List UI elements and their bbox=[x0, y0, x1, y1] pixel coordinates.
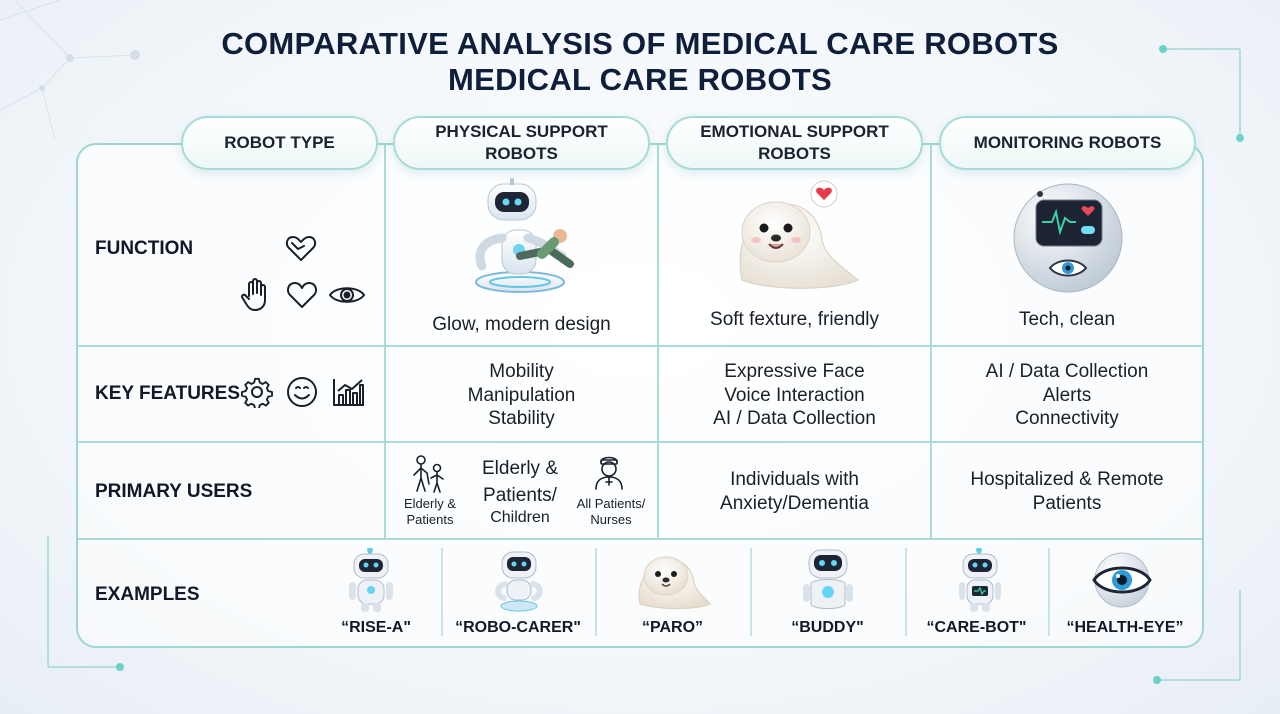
column-divider bbox=[930, 145, 932, 540]
row-label-key-features: KEY FEATURES bbox=[95, 383, 240, 404]
physical-support-robot-image bbox=[458, 178, 582, 296]
care-bot-robot-image bbox=[955, 548, 1005, 612]
example-divider bbox=[905, 548, 907, 636]
header-monitoring: MONITORING ROBOTS bbox=[939, 116, 1196, 170]
row-divider bbox=[78, 345, 1202, 347]
physical-users-center: Elderly & Patients/ Children bbox=[470, 455, 570, 527]
users-line: Elderly & bbox=[481, 458, 559, 479]
row-label-primary-users: PRIMARY USERS bbox=[95, 481, 253, 502]
column-divider bbox=[384, 145, 386, 540]
header-robot-type: ROBOT TYPE bbox=[181, 116, 378, 170]
example-divider bbox=[750, 548, 752, 636]
users-line: All Patients/ bbox=[576, 496, 646, 511]
feature-item: Expressive Face bbox=[724, 361, 865, 382]
monitoring-robot-image bbox=[1010, 178, 1126, 296]
users-line: Individuals with bbox=[730, 469, 859, 490]
row-label-examples: EXAMPLES bbox=[95, 584, 200, 605]
example-divider bbox=[1048, 548, 1050, 636]
physical-function-text: Glow, modern design bbox=[432, 314, 611, 335]
row-divider bbox=[78, 441, 1202, 443]
monitoring-features: AI / Data Collection Alerts Connectivity bbox=[932, 360, 1202, 431]
example-label-health-eye: “HEALTH-EYE” bbox=[1066, 619, 1184, 636]
example-label-robo-carer: “ROBO-CARER" bbox=[455, 619, 581, 636]
users-line: Patients bbox=[406, 512, 454, 527]
feature-item: AI / Data Collection bbox=[713, 408, 876, 429]
health-eye-robot-image bbox=[1090, 552, 1154, 608]
header-physical-support: PHYSICAL SUPPORT ROBOTS bbox=[393, 116, 650, 170]
feature-item: AI / Data Collection bbox=[985, 361, 1149, 382]
header-emotional-support: EMOTIONAL SUPPORT ROBOTS bbox=[666, 116, 923, 170]
smiley-icon bbox=[286, 376, 318, 408]
feature-item: Mobility bbox=[489, 361, 554, 382]
feature-item: Connectivity bbox=[1015, 408, 1119, 429]
elderly-person-icon bbox=[409, 454, 449, 494]
feature-item: Alerts bbox=[1042, 384, 1092, 406]
emotional-seal-robot-image bbox=[722, 180, 862, 298]
feature-item: Stability bbox=[488, 408, 555, 429]
hand-icon bbox=[240, 278, 270, 312]
users-line: Anxiety/Dementia bbox=[720, 492, 869, 514]
gear-icon bbox=[241, 376, 273, 408]
emotional-users: Individuals with Anxiety/Dementia bbox=[659, 468, 930, 515]
feature-item: Voice Interaction bbox=[724, 384, 865, 406]
example-divider bbox=[595, 548, 597, 636]
example-label-paro: “PARO” bbox=[641, 619, 704, 636]
physical-users-right: All Patients/ Nurses bbox=[570, 496, 652, 528]
physical-features: Mobility Manipulation Stability bbox=[386, 360, 657, 431]
feature-item: Manipulation bbox=[467, 384, 576, 406]
emotional-features: Expressive Face Voice Interaction AI / D… bbox=[659, 360, 930, 431]
example-label-rise-a: “RISE-A" bbox=[341, 619, 411, 636]
example-label-buddy: “BUDDY" bbox=[791, 619, 864, 636]
rise-a-robot-image bbox=[344, 548, 398, 612]
users-line: Children bbox=[490, 509, 550, 526]
paro-seal-image bbox=[634, 548, 712, 610]
monitoring-users: Hospitalized & Remote Patients bbox=[932, 468, 1202, 515]
emotional-function-text: Soft fexture, friendly bbox=[710, 309, 879, 330]
example-label-care-bot: “CARE-BOT" bbox=[926, 619, 1027, 636]
row-label-function: FUNCTION bbox=[95, 238, 194, 259]
example-divider bbox=[441, 548, 443, 636]
robo-carer-robot-image bbox=[492, 550, 546, 612]
column-divider bbox=[657, 145, 659, 540]
users-line: Hospitalized & Remote bbox=[970, 469, 1164, 490]
monitoring-function-text: Tech, clean bbox=[1018, 309, 1116, 330]
heart-icon bbox=[285, 280, 319, 310]
eye-icon bbox=[328, 283, 366, 307]
users-line: Elderly & bbox=[403, 496, 457, 511]
hand-heart-icon bbox=[284, 233, 318, 263]
chart-icon bbox=[332, 377, 366, 407]
users-line: Patients bbox=[1032, 492, 1102, 514]
buddy-robot-image bbox=[800, 548, 856, 612]
physical-users-left: Elderly & Patients bbox=[398, 496, 462, 528]
row-divider bbox=[78, 538, 1202, 540]
users-line: Patients/ bbox=[483, 485, 557, 506]
users-line: Nurses bbox=[590, 512, 632, 527]
nurse-icon bbox=[592, 454, 626, 490]
page-subtitle: MEDICAL CARE ROBOTS bbox=[447, 62, 833, 97]
page-title: COMPARATIVE ANALYSIS OF MEDICAL CARE ROB… bbox=[221, 26, 1059, 61]
